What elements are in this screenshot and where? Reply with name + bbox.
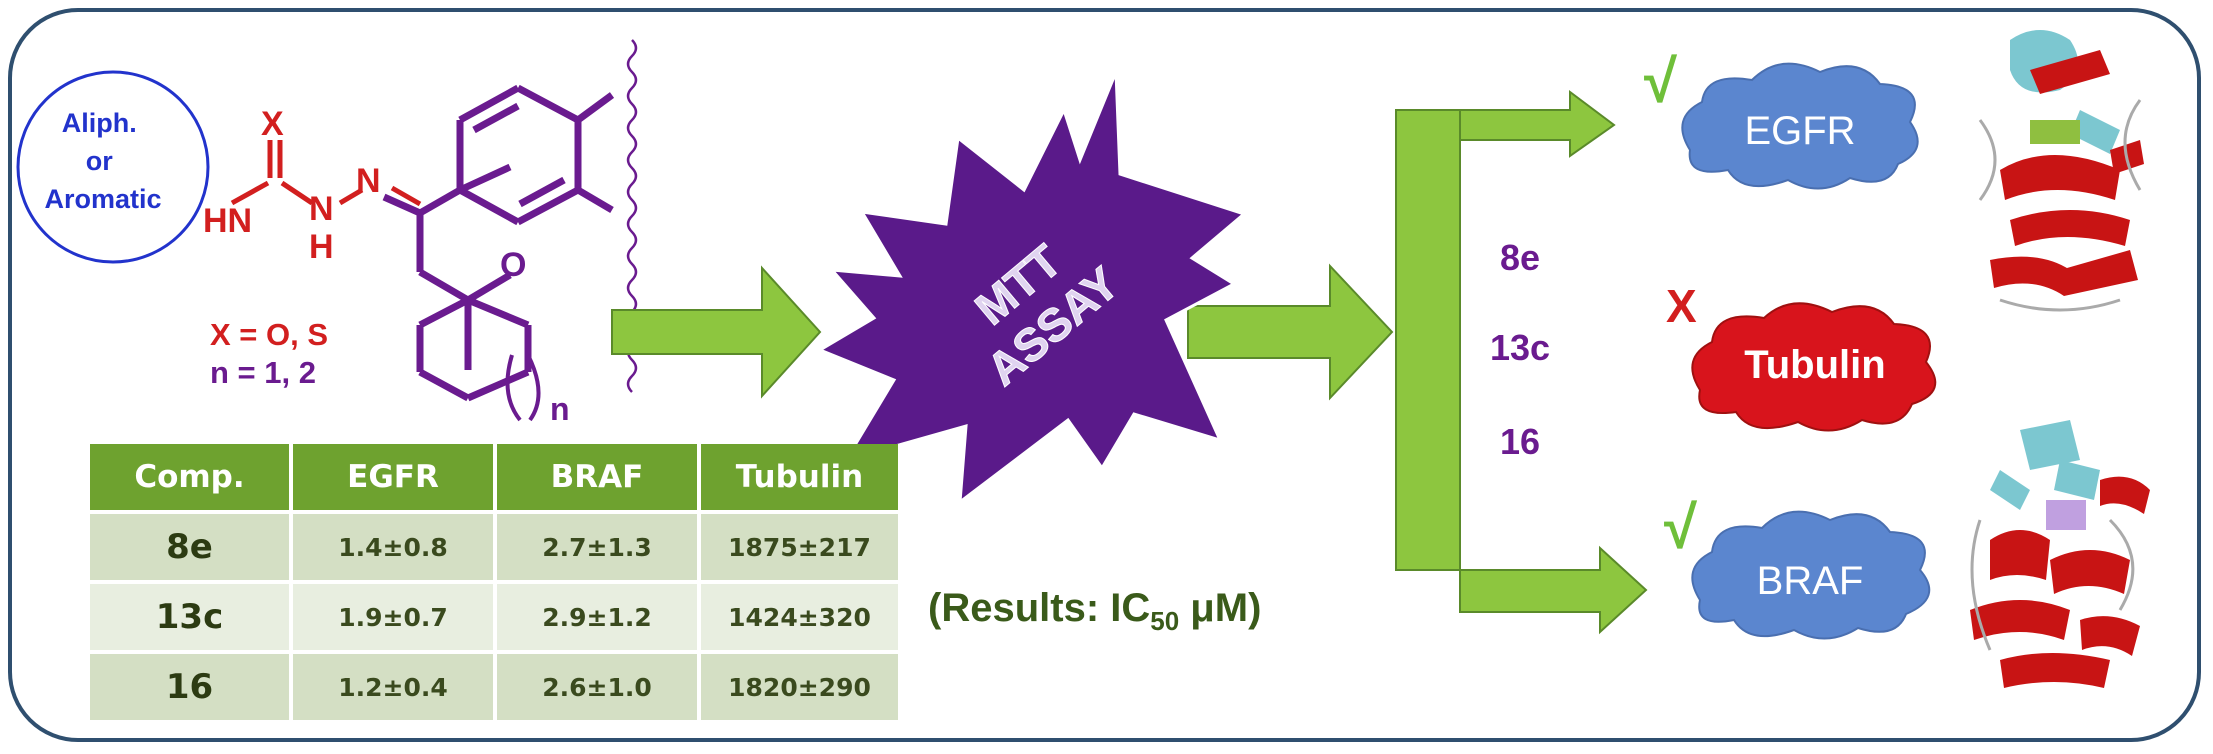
table-cell: 1875±217	[701, 514, 898, 580]
svg-text:BRAF: BRAF	[1757, 559, 1864, 603]
ring-size-n: n	[550, 391, 570, 427]
table-cell: 13c	[90, 584, 289, 650]
n-definition: n = 1, 2	[210, 355, 316, 390]
results-label: (Results: IC50 μM)	[928, 586, 1262, 636]
atom-n2: N	[356, 162, 381, 200]
table-cell: 8e	[90, 514, 289, 580]
table-cell: 1424±320	[701, 584, 898, 650]
ic50-table: Comp. EGFR BRAF Tubulin 8e 1.4±0.8 2.7±1…	[86, 440, 902, 724]
atom-x: X	[261, 105, 284, 143]
compound-item: 16	[1500, 421, 1540, 462]
rounded-frame	[8, 8, 2201, 742]
table-row: 16 1.2±0.4 2.6±1.0 1820±290	[90, 654, 898, 720]
cross-tubulin-icon: X	[1666, 280, 1697, 332]
spirochroman-core	[382, 84, 615, 402]
column-header: EGFR	[293, 444, 493, 510]
atom-o: O	[500, 246, 526, 284]
substituent-circle	[16, 70, 210, 264]
table-cell: 16	[90, 654, 289, 720]
atom-h: H	[309, 228, 334, 266]
table-row: 8e 1.4±0.8 2.7±1.3 1875±217	[90, 514, 898, 580]
cloud-braf: BRAF	[1691, 510, 1931, 640]
egfr-protein-structure-image	[1964, 22, 2156, 340]
compound-item: 13c	[1490, 327, 1550, 368]
table-row: 13c 1.9±0.7 2.9±1.2 1424±320	[90, 584, 898, 650]
table-cell: 1.2±0.4	[293, 654, 493, 720]
arrow-to-targets	[1187, 263, 1394, 401]
check-egfr-icon: √	[1644, 48, 1678, 115]
substituent-text: Aliph. or Aromatic	[44, 108, 161, 214]
imine-bond-red	[390, 185, 422, 207]
svg-text:Tubulin: Tubulin	[1744, 343, 1885, 387]
table-cell: 2.9±1.2	[497, 584, 697, 650]
check-braf-icon: √	[1664, 494, 1698, 561]
arrow-to-assay	[611, 265, 822, 399]
table-cell: 2.7±1.3	[497, 514, 697, 580]
table-cell: 2.6±1.0	[497, 654, 697, 720]
table-cell: 1820±290	[701, 654, 898, 720]
cloud-egfr: EGFR	[1681, 62, 1919, 190]
compound-item: 8e	[1500, 237, 1540, 278]
table-cell: 1.9±0.7	[293, 584, 493, 650]
svg-text:EGFR: EGFR	[1744, 109, 1855, 153]
braf-protein-structure-image	[1960, 412, 2160, 708]
branch-arrows	[1395, 90, 1648, 635]
column-header: Tubulin	[701, 444, 898, 510]
atom-n: N	[309, 190, 334, 228]
semicarbazide-chain	[230, 140, 364, 206]
paren-right	[526, 354, 541, 422]
paren-left	[505, 354, 522, 422]
atom-hn: HN	[203, 202, 252, 240]
column-header: Comp.	[90, 444, 289, 510]
column-header: BRAF	[497, 444, 697, 510]
x-definition: X = O, S	[210, 317, 328, 352]
table-header-row: Comp. EGFR BRAF Tubulin	[90, 444, 898, 510]
table-cell: 1.4±0.8	[293, 514, 493, 580]
cloud-tubulin: Tubulin	[1691, 302, 1937, 432]
